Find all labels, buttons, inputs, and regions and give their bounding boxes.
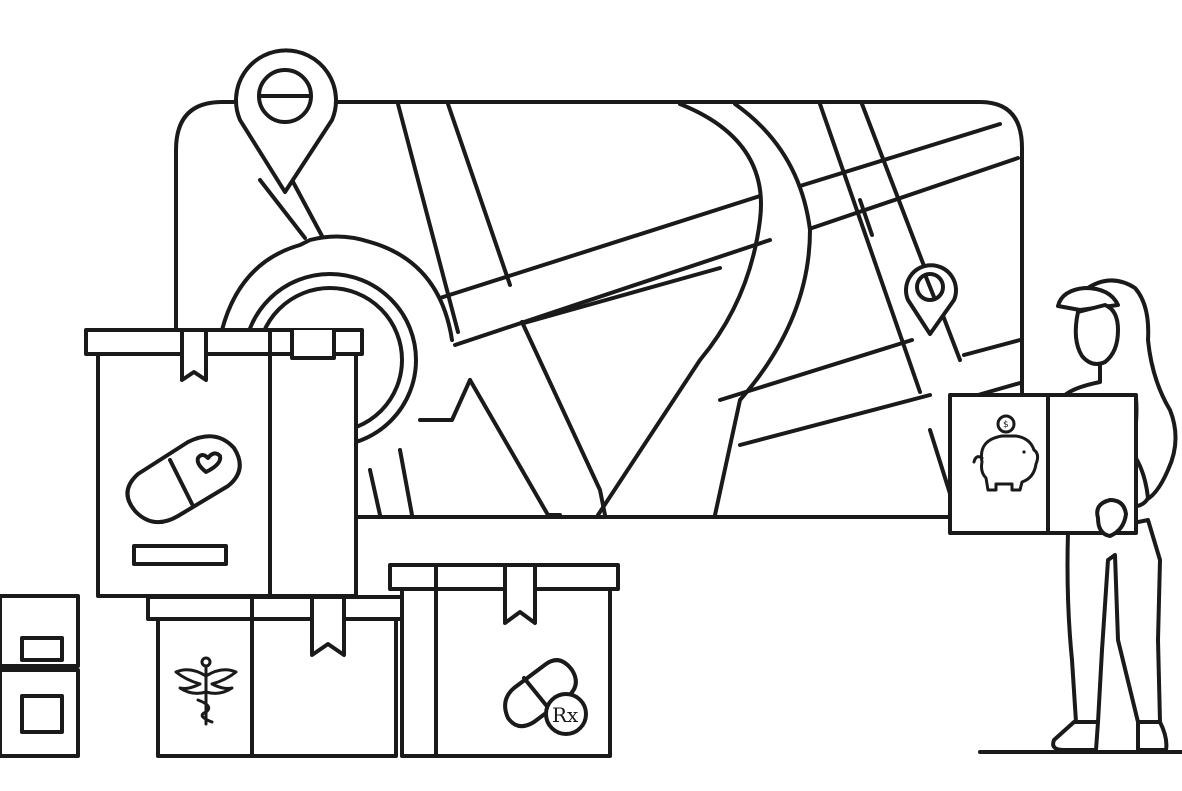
box-small-left: [0, 594, 80, 758]
map-pin-small-icon: [904, 263, 958, 336]
map-pin-icon: [234, 48, 338, 194]
box-bottom: [146, 595, 404, 758]
rx-symbol: Rx: [552, 703, 579, 727]
coin-symbol: $: [1003, 420, 1009, 430]
delivery-person: $: [948, 278, 1182, 754]
piggy-bank-icon: $: [972, 414, 1040, 492]
box-top: [84, 328, 364, 598]
pill-heart-icon: [125, 434, 242, 524]
box-back: Rx: [388, 563, 620, 758]
caduceus-icon: [174, 656, 238, 726]
held-box: $: [948, 393, 1138, 538]
pill-rx-icon: Rx: [503, 658, 588, 736]
